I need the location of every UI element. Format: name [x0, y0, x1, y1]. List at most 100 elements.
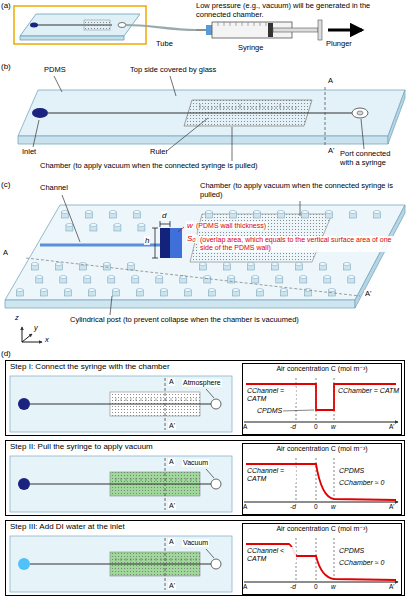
post-top [256, 289, 263, 292]
channel-line [30, 564, 211, 565]
inlet-port [18, 558, 30, 570]
channel-line [48, 112, 352, 113]
ruler-tick [212, 107, 213, 110]
post-top [84, 276, 91, 279]
chip-front-face [18, 136, 388, 144]
leader-line [232, 127, 233, 161]
post-top [103, 263, 110, 266]
graph-title: Air concentration C (mol m⁻³) [243, 364, 401, 374]
concentration-label: CChamber ≈ 0 [338, 559, 385, 567]
part-label: Port connected with a syringe [340, 150, 402, 167]
dimension-label: d [161, 211, 167, 220]
graph-title: Air concentration C (mol m⁻³) [243, 444, 401, 454]
leader-line [206, 469, 214, 478]
post-top [373, 211, 380, 214]
panel-a [14, 6, 362, 44]
ruler-tick [252, 107, 253, 110]
dimension-tick [152, 228, 158, 229]
ruler-tick [284, 107, 285, 110]
concentration-profile [246, 544, 396, 580]
post-top [324, 276, 331, 279]
ruler-tick [186, 478, 187, 481]
leader-line [361, 119, 364, 149]
axis-tick-label: -d [290, 503, 296, 510]
slab-front-face [5, 300, 355, 308]
panel-letter: (d) [1, 349, 11, 358]
graph-boundary [334, 538, 335, 582]
part-label: Chamber (to apply vacuum when the connec… [200, 182, 405, 199]
syringe-port-hole [357, 111, 363, 115]
concentration-label: CChannel = CATM [246, 467, 296, 483]
post-top [228, 276, 235, 279]
axis-tick-label: w [331, 423, 336, 430]
ruler-tick [236, 107, 237, 110]
ruler-tick [121, 558, 122, 561]
chip-edge [20, 36, 124, 40]
step-illustration [10, 376, 398, 432]
ruler-tick [296, 107, 297, 110]
post-top [204, 276, 211, 279]
ruler-tick [116, 398, 117, 401]
part-label: Chamber (to apply vacuum when the connec… [40, 162, 258, 171]
section-mark: A' [328, 147, 334, 156]
post-top [349, 211, 356, 214]
chip-side-face [388, 90, 405, 144]
syringe-hub [206, 25, 212, 35]
leader-line [33, 120, 39, 147]
post-top [136, 289, 143, 292]
ruler-tick [268, 107, 269, 110]
part-label: Inlet [22, 148, 36, 157]
section-line [165, 458, 166, 510]
panel-b [18, 76, 405, 161]
post-top [109, 211, 116, 214]
ruler-tick [256, 107, 257, 110]
dimension-note: (overlap area, which equals to the verti… [199, 236, 405, 252]
leader-line [54, 76, 62, 92]
post-top [114, 224, 121, 227]
axis-tick-label: A [243, 503, 247, 510]
ruler-tick [260, 104, 261, 109]
post-top [138, 224, 145, 227]
post-top [79, 263, 86, 266]
ruler-tick [136, 558, 137, 561]
ruler-tick [121, 398, 122, 401]
graph-axis [244, 502, 398, 503]
ruler-tick [166, 398, 167, 401]
chip-top-glass [18, 90, 405, 136]
concentration-label: CPDMS [338, 547, 365, 555]
ruler-tick [220, 104, 221, 109]
state-label: Atmosphere [182, 379, 222, 387]
axis-tick-label: A' [389, 583, 395, 590]
ruler-tick [216, 107, 217, 110]
section-mark: A [168, 538, 175, 546]
part-label: Tube [156, 40, 173, 49]
plunger-rod [273, 28, 318, 32]
concentration-label: CChamber = CATM [337, 387, 401, 395]
axis-tick-label: -d [290, 583, 296, 590]
section-line [26, 258, 360, 296]
axis-tick-label: A' [389, 423, 395, 430]
ruler-tick [176, 478, 177, 481]
channel-line [30, 484, 211, 485]
post-top [90, 224, 97, 227]
part-label: Top side covered by glass [130, 66, 216, 75]
ruler-tick [166, 558, 167, 561]
ruler-tick [131, 558, 132, 561]
ruler-tick [171, 398, 172, 401]
part-label: Syringe [238, 44, 263, 53]
ruler-tick [200, 104, 201, 109]
ruler-tick [156, 398, 157, 401]
ruler-tick [116, 558, 117, 561]
inlet-port [18, 398, 30, 410]
leader-line [206, 549, 214, 558]
ruler-tick [166, 478, 167, 481]
graph-boundary [334, 458, 335, 502]
section-mark: A' [168, 582, 176, 590]
ruler-tick [224, 107, 225, 110]
post-top [127, 263, 134, 266]
leader-line [300, 201, 301, 216]
leader-line [168, 118, 208, 150]
